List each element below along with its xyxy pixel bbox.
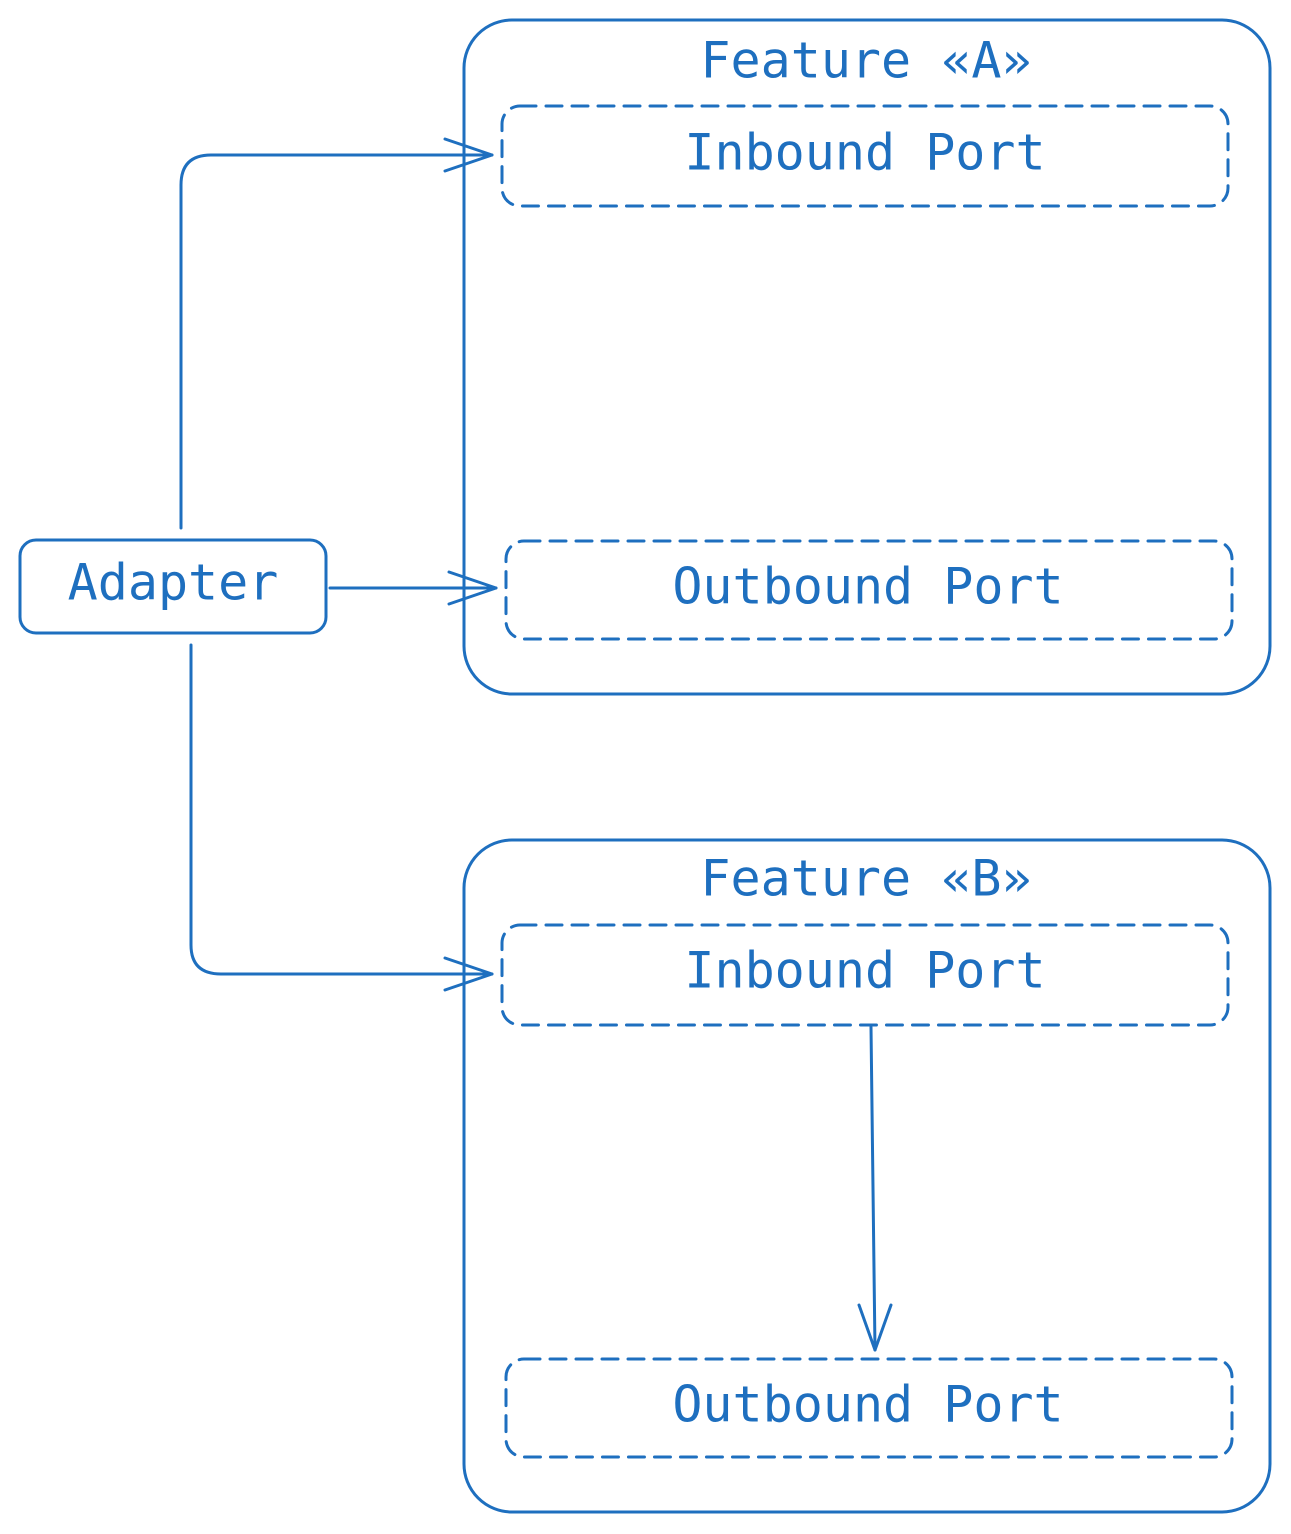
feature-b-inbound-port[interactable] xyxy=(500,923,1230,1027)
adapter: Adapter xyxy=(18,538,328,635)
feature-b-inbound-port-label: Inbound Port xyxy=(684,942,1045,1000)
feature-a-title: Feature «A» xyxy=(700,32,1031,90)
feature-a-inbound-port-label: Inbound Port xyxy=(684,124,1045,182)
feature-a-inbound-port[interactable] xyxy=(500,104,1230,208)
arrow-adapter-to-a-inbound xyxy=(179,153,494,530)
arrow-adapter-to-b-inbound xyxy=(189,643,494,976)
feature-b-title: Feature «B» xyxy=(700,850,1031,908)
feature-a: Feature «A» Inbound Port Outbound Port xyxy=(462,18,1272,696)
connectors xyxy=(179,137,893,1352)
feature-b-outbound-port-label: Outbound Port xyxy=(672,1376,1063,1434)
arrowhead-b-inbound xyxy=(443,956,494,992)
feature-a-outbound-port-label: Outbound Port xyxy=(672,558,1063,616)
feature-b-container[interactable] xyxy=(462,838,1272,1514)
adapter-label: Adapter xyxy=(68,554,279,612)
arrow-b-inbound-to-b-outbound xyxy=(869,1025,877,1352)
arrowhead-a-outbound xyxy=(447,570,498,606)
arrowhead-b-outbound xyxy=(857,1303,893,1352)
arrowhead-a-inbound xyxy=(443,137,494,173)
feature-a-container[interactable] xyxy=(462,18,1272,696)
adapter-box[interactable] xyxy=(18,538,328,635)
feature-b-outbound-port[interactable] xyxy=(504,1357,1234,1459)
feature-a-outbound-port[interactable] xyxy=(504,539,1234,641)
feature-b: Feature «B» Inbound Port Outbound Port xyxy=(462,838,1272,1514)
